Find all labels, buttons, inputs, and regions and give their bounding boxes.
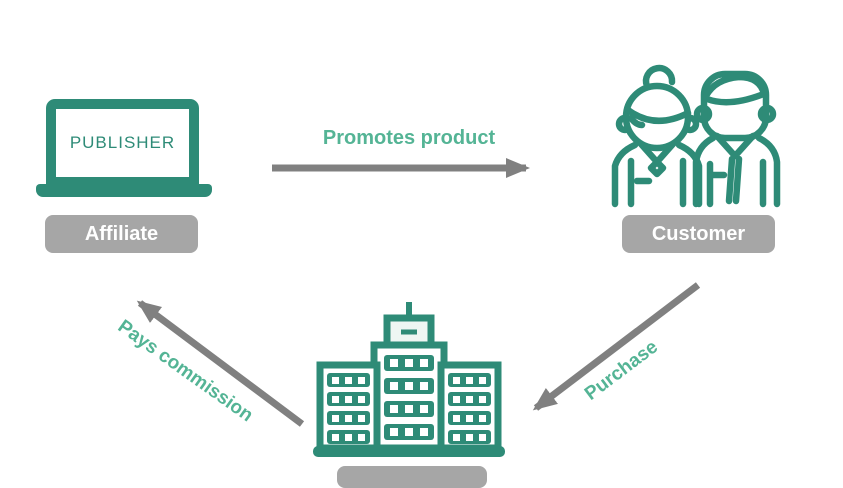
affiliate-badge-label: Affiliate [84,222,159,245]
merchant-badge [337,466,487,488]
laptop-base [36,184,212,197]
promotes-arrow [272,158,530,178]
affiliate-marketing-diagram: { "diagram": { "title": "", "nodes": { "… [36,64,781,488]
pays-commission-arrow [136,300,305,427]
affiliate-badge: Affiliate [45,215,198,253]
two-customers-icon [611,64,781,208]
laptop-icon: PUBLISHER [46,99,199,187]
customer-badge-label: Customer [651,222,746,245]
purchase-arrow [532,282,701,411]
laptop-screen-text: PUBLISHER [69,133,176,152]
promotes-product-label: Promotes product [322,127,496,149]
company-building-icon [313,302,505,457]
customer-badge: Customer [622,215,775,253]
